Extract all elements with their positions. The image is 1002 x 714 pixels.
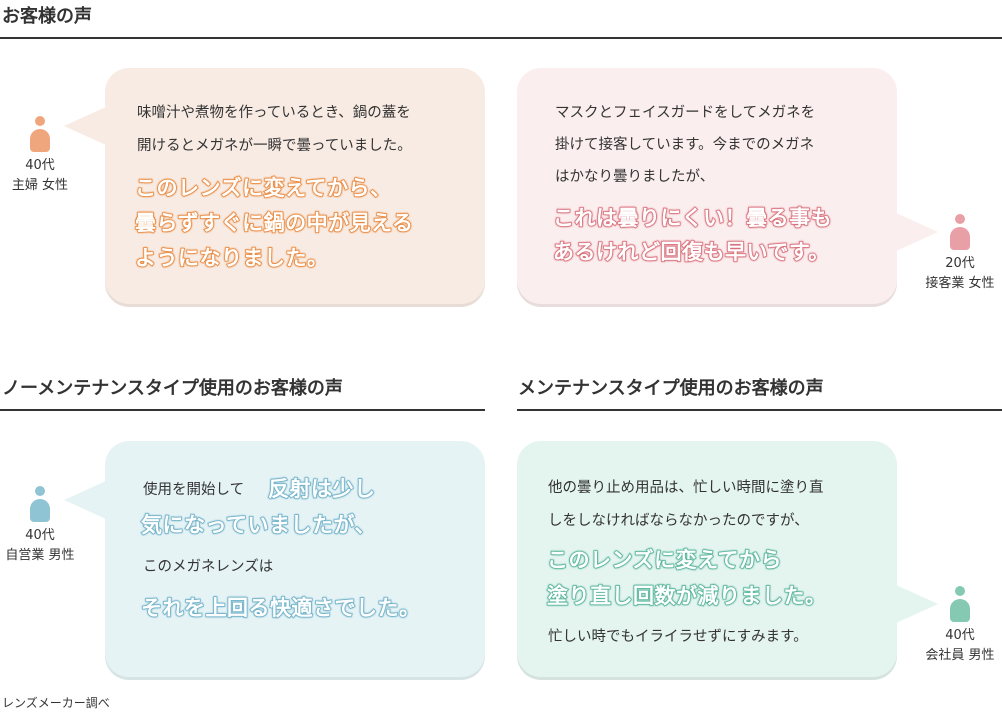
person-icon [30, 116, 50, 152]
testimonial-text: 開けるとメガネが一瞬で曇っていました。 [137, 138, 412, 154]
testimonial-text: 使用を開始して [143, 482, 245, 498]
testimonial-bubble-2: マスクとフェイスガードをしてメガネを 掛けて接客しています。今までのメガネ はか… [517, 68, 897, 304]
person-self-employed: 40代 自営業 男性 [4, 486, 76, 566]
section-title-voices: お客様の声 [2, 6, 92, 27]
testimonial-text: マスクとフェイスガードをしてメガネを [555, 105, 816, 121]
section-title-no-maintenance: ノーメンテナンスタイプ使用のお客様の声 [2, 378, 343, 399]
person-icon [950, 586, 970, 622]
person-office-worker: 40代 会社員 男性 [918, 586, 1002, 666]
testimonial-text: このメガネレンズは [143, 559, 274, 575]
testimonial-highlight: このレンズに変えてから [546, 547, 783, 573]
testimonial-text: 掛けて接客しています。今までのメガネ [555, 137, 815, 153]
testimonial-highlight: これは曇りにくい！曇る事も [552, 205, 833, 231]
person-icon [950, 214, 970, 250]
testimonial-bubble-4: 他の曇り止め用品は、忙しい時間に塗り直 しをしなければならなかったのですが、 こ… [517, 441, 897, 677]
testimonial-highlight: あるけれど回復も早いです。 [552, 239, 830, 265]
speech-bubble-tail [64, 106, 108, 146]
speech-bubble-tail [64, 480, 108, 520]
testimonial-highlight: それを上回る快適さでした。 [140, 595, 421, 621]
testimonial-text: 忙しい時でもイライラせずにすみます。 [548, 629, 808, 645]
person-role: 接客業 女性 [925, 276, 995, 291]
person-age: 20代 [945, 256, 975, 271]
person-role: 会社員 男性 [925, 648, 995, 663]
testimonial-highlight: このレンズに変えてから、 [134, 175, 392, 201]
source-note: レンズメーカー調べ [2, 696, 110, 710]
person-icon [30, 486, 50, 522]
testimonial-text: 味噌汁や煮物を作っているとき、鍋の蓋を [137, 105, 411, 121]
testimonial-bubble-1: 味噌汁や煮物を作っているとき、鍋の蓋を 開けるとメガネが一瞬で曇っていました。 … [105, 68, 485, 304]
speech-bubble-tail [894, 212, 938, 252]
testimonial-text: 他の曇り止め用品は、忙しい時間に塗り直 [548, 480, 824, 496]
testimonial-highlight: 曇らずすぐに鍋の中が見える [134, 210, 414, 236]
testimonial-text: はかなり曇りましたが、 [555, 169, 715, 185]
person-role: 主婦 女性 [11, 178, 69, 193]
person-housewife: 40代 主婦 女性 [4, 116, 76, 196]
section-divider [0, 409, 485, 411]
testimonial-text: しをしなければならなかったのですが、 [548, 513, 809, 529]
person-service-worker: 20代 接客業 女性 [918, 214, 1002, 294]
testimonial-highlight: ようになりました。 [134, 245, 329, 271]
person-age: 40代 [25, 158, 55, 173]
testimonial-bubble-3: 使用を開始して 反射は少し 気になっていましたが、 このメガネレンズは それを上… [105, 441, 485, 677]
testimonial-highlight: 塗り直し回数が減りました。 [546, 583, 827, 609]
testimonial-highlight: 反射は少し [267, 476, 376, 502]
section-divider [517, 409, 1002, 411]
section-divider [0, 37, 1002, 39]
speech-bubble-tail [894, 584, 938, 624]
testimonial-highlight: 気になっていましたが、 [140, 512, 377, 538]
section-title-maintenance: メンテナンスタイプ使用のお客様の声 [518, 378, 824, 399]
person-role: 自営業 男性 [5, 548, 75, 563]
person-age: 40代 [945, 628, 975, 643]
person-age: 40代 [25, 528, 55, 543]
